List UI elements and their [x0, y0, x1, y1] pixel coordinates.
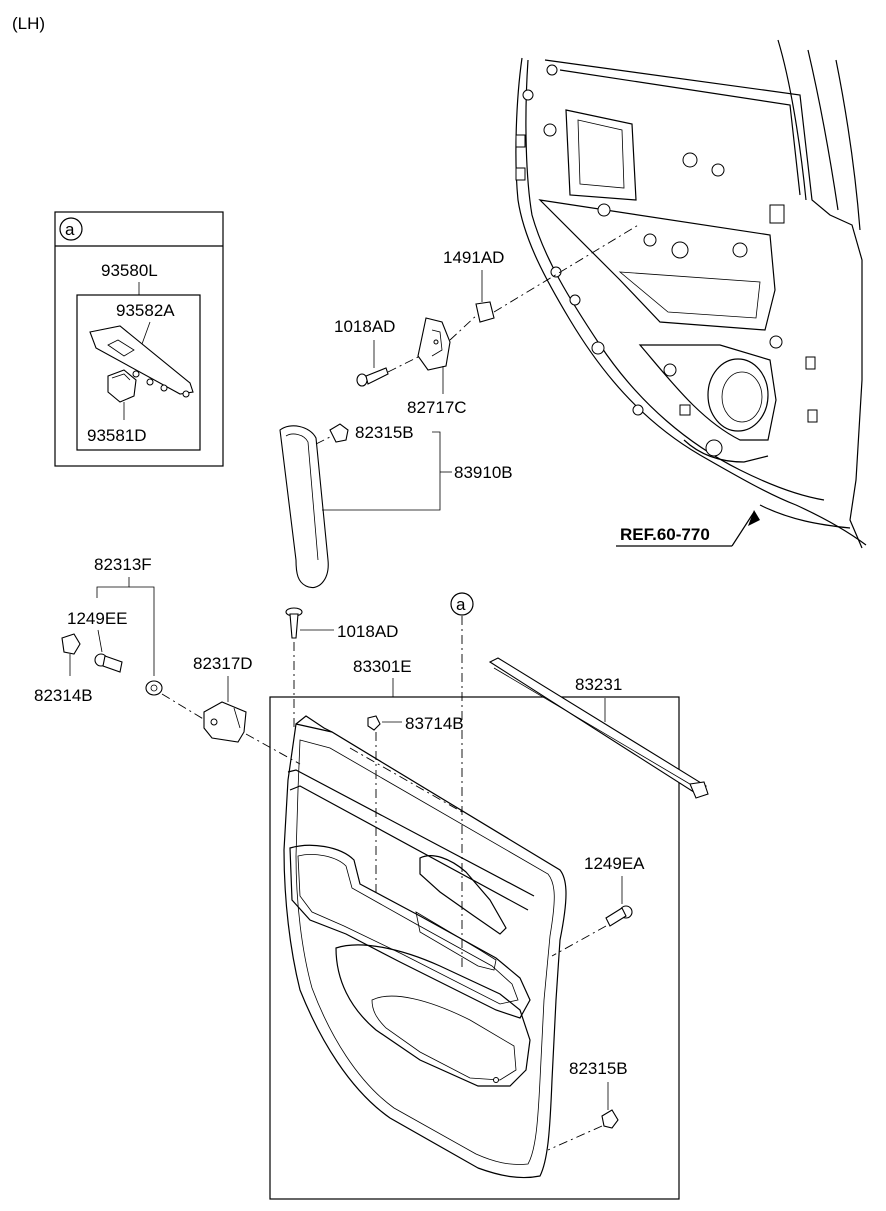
screw-1018AD-mid [285, 607, 303, 639]
label-82717C: 82717C [407, 398, 467, 417]
label-82314B: 82314B [34, 686, 93, 705]
door-trim-panel [283, 715, 567, 1179]
inset-marker-letter: a [65, 220, 75, 239]
clip-83714B [367, 715, 381, 731]
label-82315B-top: 82315B [355, 423, 414, 442]
marker-a-circle [450, 592, 474, 616]
window-switch-part [107, 369, 137, 403]
ref-callout: REF.60-770 [616, 510, 760, 547]
label-93582A: 93582A [116, 301, 175, 320]
label-83301E: 83301E [353, 657, 412, 676]
clip-82315B-top [329, 423, 349, 443]
label-1249EA: 1249EA [584, 854, 645, 873]
clip-1491AD [475, 301, 495, 323]
label-82315B-bottom: 82315B [569, 1059, 628, 1078]
label-83714B: 83714B [405, 714, 464, 733]
label-1018AD-mid: 1018AD [337, 622, 398, 641]
ref-60-770-label: REF.60-770 [620, 525, 710, 544]
inset-marker-circle [59, 217, 83, 241]
label-1491AD: 1491AD [443, 248, 504, 267]
marker-a-letter: a [456, 595, 466, 614]
screw-1018AD-top [356, 367, 389, 387]
weatherstrip-83231 [488, 657, 709, 799]
door-inner-panel [515, 39, 867, 549]
screw-1249EA [605, 905, 633, 927]
inset-detail-box: a 93580L 93582A 93581D [54, 211, 224, 467]
label-93580L: 93580L [101, 261, 158, 280]
label-82313F: 82313F [94, 555, 152, 574]
label-83910B: 83910B [454, 463, 513, 482]
clip-82315B-bottom [601, 1109, 619, 1129]
label-1249EE: 1249EE [67, 609, 128, 628]
label-82317D: 82317D [193, 654, 253, 673]
nut-82314B [61, 633, 81, 655]
washer-82313F [145, 680, 163, 696]
bracket-82317D [203, 701, 247, 743]
screw-1249EE [94, 653, 123, 673]
label-1018AD-top: 1018AD [334, 317, 395, 336]
grip-83910B [279, 425, 329, 588]
bracket-82717C [417, 317, 451, 371]
switch-panel-part [89, 325, 194, 398]
panel-frame-83301E [269, 696, 680, 1200]
side-label: (LH) [12, 14, 45, 33]
label-83231: 83231 [575, 675, 622, 694]
label-93581D: 93581D [87, 426, 147, 445]
